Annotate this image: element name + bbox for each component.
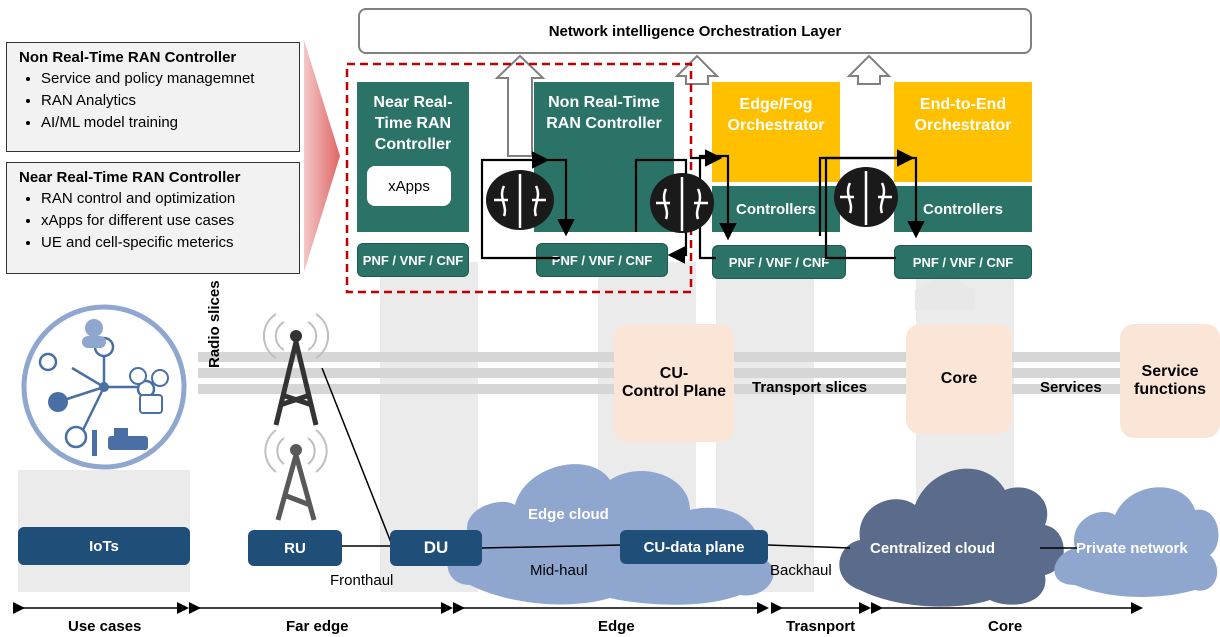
range-label-edge: Edge (598, 618, 635, 635)
non-rt-info-item: RAN Analytics (41, 90, 291, 112)
non-rt-info-item: AI/ML model training (41, 112, 291, 134)
near-rt-info-title: Near Real-Time RAN Controller (19, 169, 241, 186)
backhaul-label: Backhaul (770, 562, 832, 579)
orch-up-arrows (494, 54, 892, 157)
pnf-box-2: PNF / VNF / CNF (536, 243, 668, 277)
fronthaul-lines (321, 367, 1080, 549)
non-rt-info-title: Non Real-Time RAN Controller (19, 49, 237, 66)
near-rt-controller-title: Near Real-Time RAN Controller (373, 94, 453, 153)
iot-star (38, 336, 156, 449)
edge-cloud-shape (447, 464, 774, 605)
core-block: Core (906, 324, 1012, 434)
funnel-triangle (304, 40, 340, 272)
du-node: DU (390, 530, 482, 566)
private-cloud-shape (1054, 487, 1219, 597)
centralized-cloud-shape (839, 468, 1064, 607)
private-network-label: Private network (1076, 540, 1188, 557)
transport-slices-label: Transport slices (752, 379, 868, 396)
factory-icon (92, 428, 148, 456)
radio-slices-label: Radio slices (206, 280, 223, 368)
range-label-far-edge: Far edge (286, 618, 349, 635)
range-label-transport: Trasnport (786, 618, 856, 635)
xapps-box: xApps (367, 166, 451, 206)
radio-tower-1 (273, 341, 319, 426)
near-rt-info-item: RAN control and optimization (41, 188, 291, 210)
iots-node: IoTs (18, 527, 190, 565)
service-functions-block: Service functions (1120, 324, 1220, 438)
control-loops (480, 149, 925, 264)
radio-tower-2 (275, 454, 317, 521)
near-rt-info-item: xApps for different use cases (41, 210, 291, 232)
near-rt-controller (357, 82, 469, 232)
pnf-box-3: PNF / VNF / CNF (712, 245, 846, 279)
orchestration-layer: Network intelligence Orchestration Layer (358, 8, 1032, 54)
cu-control-plane: CU- Control Plane (614, 324, 734, 442)
fronthaul-label: Fronthaul (330, 572, 394, 589)
edge-fog-orchestrator-title: Edge/Fog Orchestrator (727, 96, 825, 134)
midhaul-label: Mid-haul (530, 562, 588, 579)
non-rt-controller-title: Non Real-Time RAN Controller (546, 94, 662, 132)
centralized-cloud-label: Centralized cloud (870, 540, 996, 557)
near-rt-info-item: UE and cell-specific meterics (41, 232, 291, 254)
ru-node: RU (248, 530, 342, 566)
e2e-orchestrator-title: End-to-End Orchestrator (914, 96, 1012, 134)
cu-data-plane-node: CU-data plane (620, 530, 768, 564)
sensor-icons (129, 367, 169, 414)
non-rt-info-box: Non Real-Time RAN Controller Service and… (6, 42, 300, 152)
edge-fog-orchestrator (712, 82, 840, 182)
range-label-use-cases: Use cases (68, 618, 142, 635)
core-up-arrow (915, 274, 975, 310)
non-rt-info-item: Service and policy managemnet (41, 68, 291, 90)
near-rt-info-box: Near Real-Time RAN Controller RAN contro… (6, 162, 300, 274)
services-label: Services (1040, 379, 1102, 396)
edge-cloud-label: Edge cloud (528, 506, 609, 523)
range-label-core: Core (988, 618, 1023, 635)
pnf-box-1: PNF / VNF / CNF (357, 243, 469, 277)
person-icon (82, 319, 106, 348)
pnf-box-4: PNF / VNF / CNF (894, 245, 1032, 279)
